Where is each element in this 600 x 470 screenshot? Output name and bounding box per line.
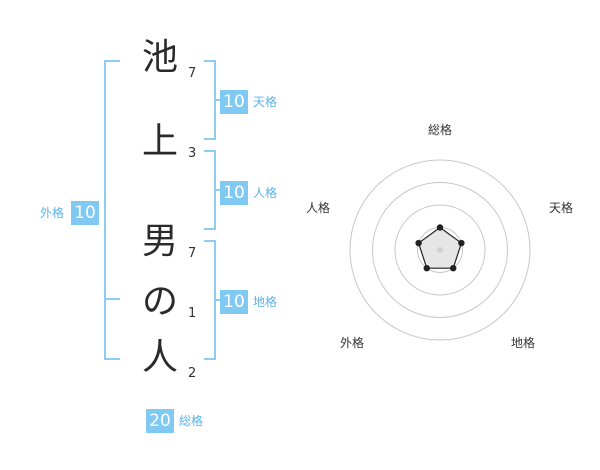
gaikaku-bracket-divider bbox=[104, 298, 120, 300]
chikaku-score: 10 bbox=[220, 290, 248, 314]
radar-ring-2 bbox=[394, 204, 486, 296]
radar-chart bbox=[349, 159, 531, 341]
stroke-count-4: 1 bbox=[188, 306, 197, 321]
radar-point-2 bbox=[458, 239, 465, 247]
name-char-3: 男 bbox=[141, 221, 178, 262]
radar-center-dot bbox=[437, 247, 443, 253]
radar-ring-4 bbox=[349, 159, 531, 341]
radar-point-1 bbox=[436, 224, 444, 231]
gaikaku-label: 外格 bbox=[40, 206, 65, 220]
jinkaku-bracket bbox=[204, 150, 216, 230]
name-char-4: の bbox=[141, 281, 178, 322]
chikaku-bracket bbox=[204, 240, 216, 360]
radar-axis-label-tenkaku: 天格 bbox=[549, 201, 574, 215]
name-char-2: 上 bbox=[141, 121, 178, 162]
radar-ring-3 bbox=[372, 182, 508, 318]
radar-rings bbox=[349, 159, 531, 341]
soukaku-score: 20 bbox=[146, 409, 174, 433]
stroke-count-2: 3 bbox=[188, 146, 197, 161]
chikaku-label: 地格 bbox=[253, 295, 278, 309]
stroke-count-1: 7 bbox=[188, 66, 197, 81]
jinkaku-bracket-tick bbox=[216, 189, 220, 191]
radar-axis-label-jinkaku: 人格 bbox=[306, 201, 331, 215]
chikaku-bracket-tick bbox=[216, 299, 220, 301]
radar-axis-label-gaikaku: 外格 bbox=[340, 336, 365, 350]
stroke-count-5: 2 bbox=[188, 366, 197, 381]
radar-points bbox=[415, 224, 465, 272]
tenkaku-bracket bbox=[204, 60, 216, 140]
jinkaku-label: 人格 bbox=[253, 186, 278, 200]
radar-point-3 bbox=[450, 265, 457, 272]
tenkaku-label: 天格 bbox=[253, 95, 278, 109]
radar-axis-label-soukaku: 総格 bbox=[428, 123, 453, 137]
gaikaku-score: 10 bbox=[71, 201, 99, 225]
stroke-count-3: 7 bbox=[188, 246, 197, 261]
jinkaku-score: 10 bbox=[220, 181, 248, 205]
name-char-5: 人 bbox=[141, 337, 178, 378]
radar-point-5 bbox=[415, 239, 422, 247]
soukaku-label: 総格 bbox=[179, 414, 204, 428]
tenkaku-bracket-tick bbox=[216, 99, 220, 101]
radar-point-4 bbox=[423, 265, 430, 272]
name-char-1: 池 bbox=[141, 37, 178, 78]
tenkaku-score: 10 bbox=[220, 90, 248, 114]
radar-axis-label-chikaku: 地格 bbox=[511, 336, 536, 350]
gaikaku-bracket bbox=[104, 60, 120, 360]
